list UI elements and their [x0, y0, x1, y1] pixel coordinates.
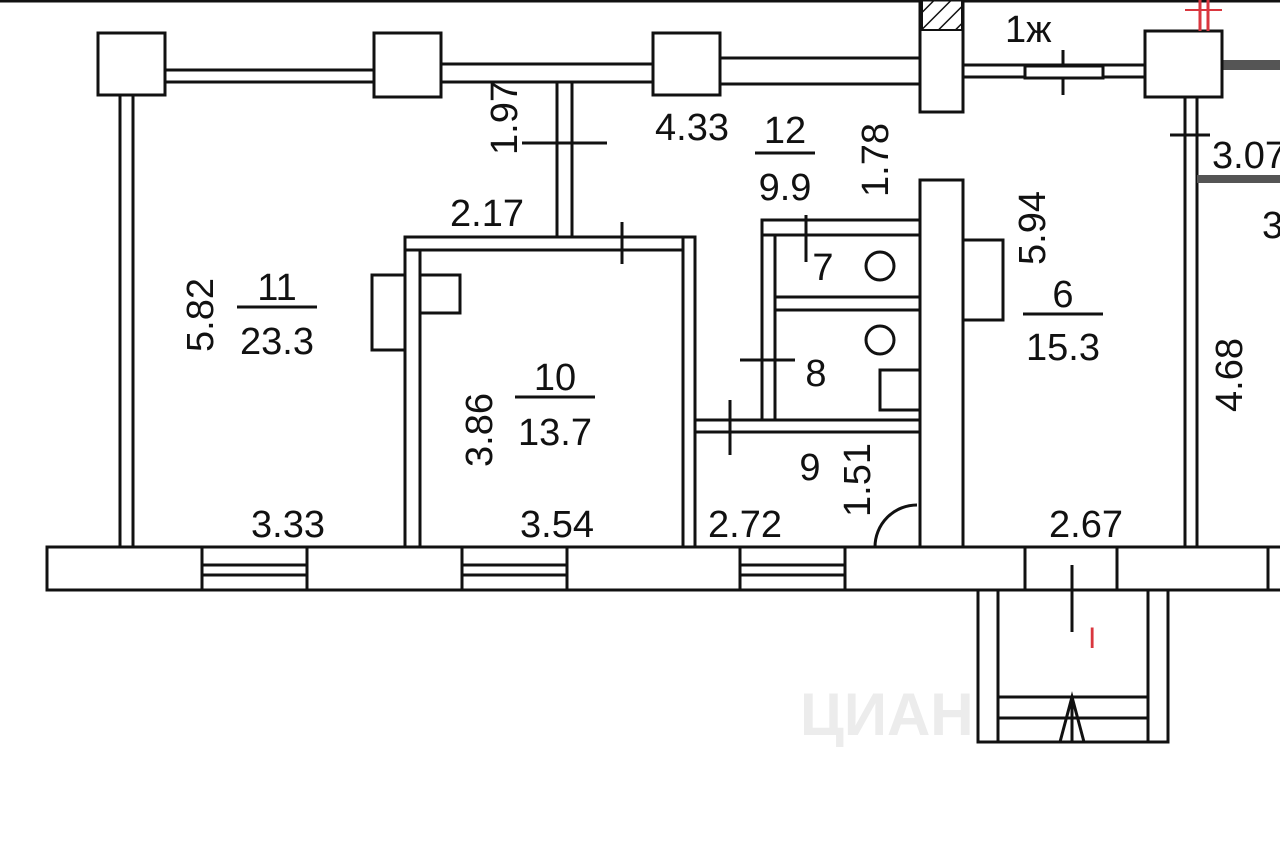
- dimension: 4.68: [1209, 338, 1251, 412]
- column: [372, 31, 443, 99]
- dimension: 3.86: [459, 393, 501, 467]
- stair-mark: I: [1088, 622, 1096, 655]
- room-8-number: 8: [805, 353, 826, 395]
- dimension: 2.67: [1049, 504, 1123, 546]
- room-area: 9.9: [759, 167, 812, 209]
- walls: [0, 0, 1280, 744]
- dimension: 1.51: [837, 443, 879, 517]
- room-number: 11: [257, 267, 296, 309]
- room-area: 13.7: [518, 412, 592, 454]
- room-11: 11 23.3: [237, 267, 317, 363]
- dimension: 2.72: [708, 504, 782, 546]
- column: [1143, 29, 1224, 99]
- dimension: 1.97: [484, 81, 526, 155]
- room-number: 6: [1052, 274, 1073, 316]
- dimension: 4.33: [655, 107, 729, 149]
- dimension: 3.07: [1212, 135, 1280, 177]
- dimension: 3.54: [520, 504, 594, 546]
- room-area: 15.3: [1026, 327, 1100, 369]
- room-number: 12: [764, 110, 806, 152]
- dimension: 3: [1262, 205, 1280, 247]
- watermark: ЦИАН: [800, 681, 974, 748]
- room-9-number: 9: [799, 447, 820, 489]
- window: [738, 545, 847, 592]
- column: [651, 31, 722, 97]
- dimension: 5.82: [180, 278, 222, 352]
- room-area: 23.3: [240, 321, 314, 363]
- dimension: 2.17: [450, 193, 524, 235]
- column: [96, 31, 167, 97]
- dimension: 5.94: [1012, 191, 1054, 265]
- corridor-label: 1ж: [1005, 9, 1052, 51]
- room-number: 10: [534, 357, 576, 399]
- window: [460, 545, 569, 592]
- window: [200, 545, 309, 592]
- room-7-number: 7: [812, 247, 833, 289]
- room-12: 12 9.9: [755, 110, 815, 209]
- dimension: 3.33: [251, 504, 325, 546]
- room-10: 10 13.7: [515, 357, 595, 454]
- dimension: 1.78: [855, 123, 897, 197]
- room-6: 6 15.3: [1023, 274, 1103, 369]
